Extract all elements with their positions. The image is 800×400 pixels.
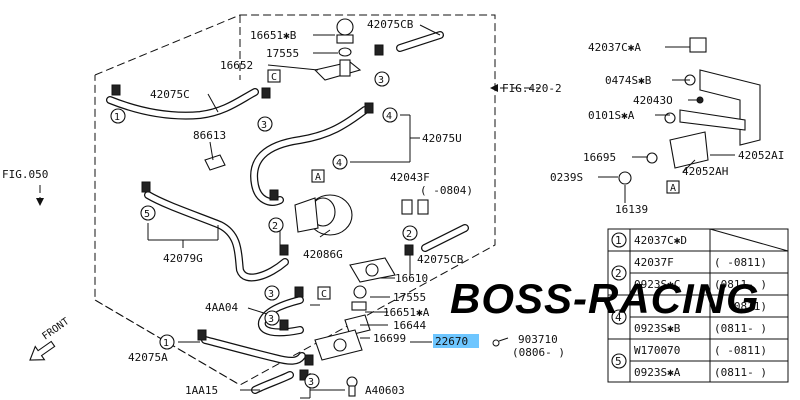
- label-fig050: FIG.050: [2, 168, 48, 181]
- label-903710: 903710: [518, 333, 558, 346]
- table-row-2-num: 2: [615, 267, 622, 280]
- label-0239s: 0239S: [550, 171, 583, 184]
- box-callouts: C A C A: [267, 69, 680, 300]
- hose-42075C: [106, 88, 259, 120]
- label-4aa04: 4AA04: [205, 301, 238, 314]
- callout-3: 3: [378, 75, 384, 86]
- valve-bottom: [314, 285, 371, 361]
- label-22670: 22670: [435, 335, 468, 348]
- label-42079g: 42079G: [163, 252, 203, 265]
- label-16651a: 16651✱A: [383, 306, 430, 319]
- callout-1: 1: [114, 112, 120, 123]
- watermark: BOSS-RACING: [450, 275, 760, 322]
- label-42075c: 42075C: [150, 88, 190, 101]
- callout-4: 4: [386, 111, 392, 122]
- label-42075cb-top: 42075CB: [367, 18, 414, 31]
- bracket-42043F: [401, 199, 429, 215]
- front-arrow: [29, 340, 56, 361]
- table-row-6-part: W170070: [634, 344, 680, 357]
- callout-3: 3: [308, 377, 314, 388]
- canister-42086G: [294, 194, 353, 236]
- label-16652: 16652: [220, 59, 253, 72]
- label-16139: 16139: [615, 203, 648, 216]
- callout-2: 2: [406, 229, 412, 240]
- table-row-1-part: 42037C✱D: [634, 234, 687, 247]
- hose-42075A: [201, 336, 306, 365]
- table-row-6-range: ( -0811): [714, 344, 767, 357]
- callout-4: 4: [336, 158, 342, 169]
- label-42075cb-mid: 42075CB: [417, 253, 464, 266]
- label-16651b: 16651✱B: [250, 29, 297, 42]
- label-42086g: 42086G: [303, 248, 343, 261]
- table-row-2-part: 42037F: [634, 256, 674, 269]
- table-row-1-num: 1: [615, 234, 622, 247]
- watermark-text: BOSS-RACING: [450, 275, 760, 322]
- part-labels: 16651✱B 42075CB 17555 16652 42075C 86613…: [2, 18, 784, 397]
- table-row-3-part: 0923S✱C: [634, 278, 680, 291]
- box-a: A: [670, 183, 676, 194]
- table-row-2-range: ( -0811): [714, 256, 767, 269]
- clip-86613: [204, 154, 226, 171]
- label-42052ah: 42052AH: [682, 165, 728, 178]
- bolt-A40603: [346, 376, 358, 397]
- label-42043o: 42043O: [633, 94, 673, 107]
- table-row-7-range: (0811- ): [714, 366, 767, 379]
- callout-circles: 1 3 3 4 4 5 2 2 3 3 1 3: [110, 71, 418, 389]
- callout-3: 3: [268, 289, 274, 300]
- label-42052ai: 42052AI: [738, 149, 784, 162]
- table-row-5-range: (0811- ): [714, 322, 767, 335]
- callout-5: 5: [144, 209, 150, 220]
- leader-lines: [147, 24, 735, 399]
- highlight-22670: [433, 334, 479, 348]
- label-1aa15: 1AA15: [185, 384, 218, 397]
- callout-3: 3: [268, 314, 274, 325]
- clip-903710: [492, 337, 509, 347]
- label-42075u: 42075U: [422, 132, 462, 145]
- table-row-7-part: 0923S✱A: [634, 366, 681, 379]
- hose-4AA04: [257, 296, 304, 337]
- table-row-5-part: 0923S✱B: [634, 322, 681, 335]
- parts-table: 1 42037C✱D 2 42037F ( -0811) 0923S✱C (08…: [607, 228, 789, 383]
- box-c: C: [271, 72, 277, 83]
- label-16610: 16610: [395, 272, 428, 285]
- label-16695: 16695: [583, 151, 616, 164]
- table-row-3-range: (0811- ): [714, 278, 767, 291]
- label-0101s-a: 0101S✱A: [588, 109, 635, 122]
- label-903710-range: (0806- ): [512, 346, 565, 359]
- table-row-4-range: ( -0811): [714, 300, 767, 313]
- hose-1AA15: [251, 371, 294, 394]
- box-c: C: [321, 289, 327, 300]
- label-0474s-b: 0474S✱B: [605, 74, 652, 87]
- hose-42079G: [144, 191, 289, 282]
- callout-2: 2: [272, 221, 278, 232]
- label-front: FRONT: [40, 316, 71, 342]
- pipe-42075CB-mid: [421, 224, 469, 252]
- valve-16610: [349, 257, 396, 283]
- label-fig4202: FIG.420-2: [502, 82, 562, 95]
- purge-valve-top: [313, 18, 362, 81]
- label-16644: 16644: [393, 319, 426, 332]
- bracket-42052AI: [618, 37, 761, 185]
- hose-clamps: [111, 44, 414, 381]
- pipe-42075CB-top: [396, 31, 444, 52]
- hose-42075U: [250, 106, 369, 206]
- label-16699: 16699: [373, 332, 406, 345]
- callout-1: 1: [163, 338, 169, 349]
- label-86613: 86613: [193, 129, 226, 142]
- callout-3: 3: [261, 120, 267, 131]
- label-a40603: A40603: [365, 384, 405, 397]
- box-a: A: [315, 172, 321, 183]
- label-17555-top: 17555: [266, 47, 299, 60]
- label-42037c-a: 42037C✱A: [588, 41, 641, 54]
- label-42075a: 42075A: [128, 351, 168, 364]
- label-42043f-range: ( -0804): [420, 184, 473, 197]
- label-42043f: 42043F: [390, 171, 430, 184]
- label-17555-bot: 17555: [393, 291, 426, 304]
- fig-arrows: [36, 84, 540, 206]
- table-row-6-num: 5: [615, 355, 622, 368]
- table-row-4-num: 4: [615, 311, 622, 324]
